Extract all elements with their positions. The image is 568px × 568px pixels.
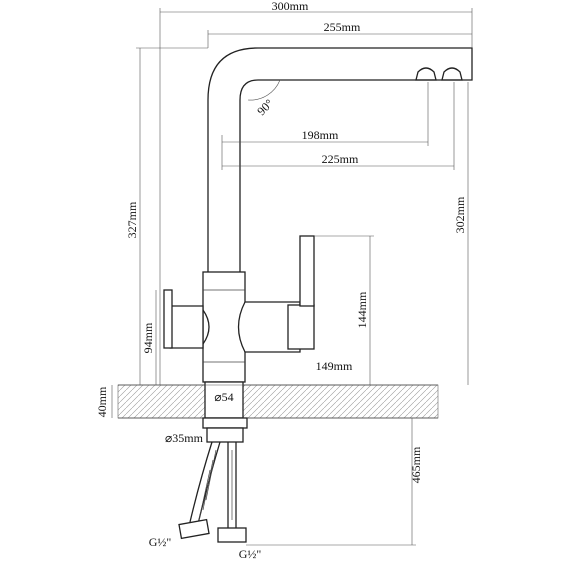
label-thread-right: G½"	[239, 547, 262, 561]
label-outlet-198: 198mm	[302, 128, 339, 142]
label-shank-diameter: ⌀35mm	[165, 431, 204, 445]
label-base-diameter: ⌀54	[214, 390, 233, 404]
countertop	[117, 384, 439, 419]
shank-and-hoses	[178, 417, 248, 543]
dimension-labels: 300mm 255mm 90° 198mm 225mm 327mm 302mm …	[95, 0, 467, 561]
label-countertop: 40mm	[95, 386, 109, 417]
label-outlet-225: 225mm	[322, 152, 359, 166]
label-handle-height: 144mm	[355, 291, 369, 328]
label-thread-left: G½"	[149, 535, 172, 549]
label-lever-height: 94mm	[141, 322, 155, 353]
faucet-body	[163, 47, 473, 419]
dimension-lines	[111, 8, 473, 546]
label-spout-height: 302mm	[453, 196, 467, 233]
label-spout-reach: 255mm	[324, 20, 361, 34]
label-total-width: 300mm	[272, 0, 309, 13]
label-hose-length: 465mm	[409, 446, 423, 483]
label-handle-reach: 149mm	[316, 359, 353, 373]
label-total-height: 327mm	[125, 201, 139, 238]
